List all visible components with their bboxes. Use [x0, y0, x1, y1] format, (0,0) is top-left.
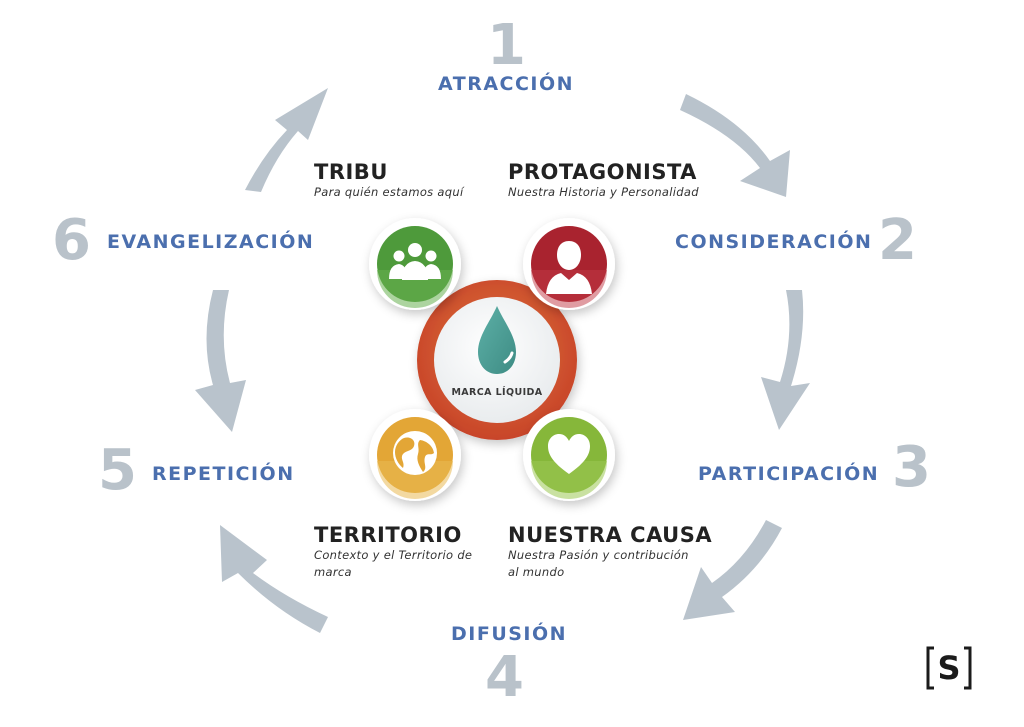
pillar-protagonista-title: PROTAGONISTA	[508, 160, 697, 184]
stage-2-number: 2	[878, 208, 917, 273]
logo-letter: S	[937, 649, 961, 687]
pillar-causa-title: NUESTRA CAUSA	[508, 523, 713, 547]
stage-3-label: PARTICIPACIÓN	[698, 463, 880, 485]
stage-3-number: 3	[892, 435, 931, 500]
pillar-causa-desc: Nuestra Pasión y contribución al mundo	[508, 548, 689, 579]
group-icon	[389, 243, 441, 280]
stage-5-label: REPETICIÓN	[152, 463, 295, 485]
stage-1-label: ATRACCIÓN	[438, 73, 575, 95]
arrow-6-to-1	[245, 88, 328, 192]
bracket-s-logo-icon	[926, 646, 972, 690]
stage-6-number: 6	[52, 208, 91, 273]
drop-icon	[478, 306, 516, 374]
stage-6-label: EVANGELIZACIÓN	[107, 231, 315, 253]
stage-5-number: 5	[98, 438, 137, 503]
arrow-5-to-6	[195, 290, 246, 432]
stage-2-label: CONSIDERACIÓN	[675, 231, 873, 253]
pillar-tribu-title: TRIBU	[314, 160, 388, 184]
pillar-territorio-title: TERRITORIO	[314, 523, 462, 547]
stage-4-number: 4	[485, 645, 524, 710]
arrow-3-to-4	[683, 520, 782, 620]
arrow-2-to-3	[761, 290, 810, 430]
pillar-protagonista-desc: Nuestra Historia y Personalidad	[508, 185, 699, 199]
arrow-4-to-5	[220, 525, 328, 633]
center-label: MARCA LÍQUIDA	[451, 387, 543, 398]
pillar-territorio-desc: Contexto y el Territorio de marca	[314, 548, 473, 579]
heart-icon	[548, 434, 590, 474]
pillar-tribu-desc: Para quién estamos aquí	[314, 185, 464, 199]
person-icon	[546, 241, 592, 294]
stage-4-label: DIFUSIÓN	[451, 623, 568, 645]
brand-logo: S	[925, 645, 973, 691]
arrow-1-to-2	[680, 94, 790, 197]
stage-1-number: 1	[487, 13, 526, 78]
globe-icon	[393, 431, 437, 475]
